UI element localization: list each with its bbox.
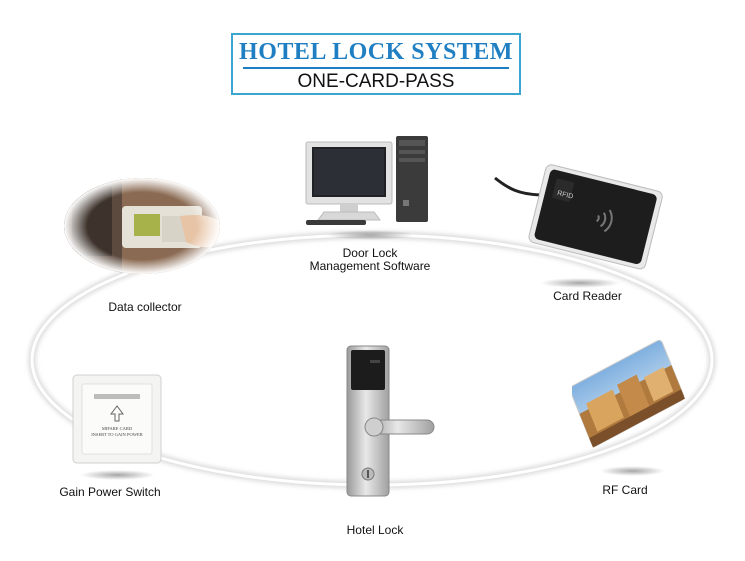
power-switch-icon: MIFARE CARD INSERT TO GAIN POWER	[72, 374, 162, 464]
rf-card-label: RF Card	[602, 483, 648, 497]
power-switch-slot-text-2: INSERT TO GAIN POWER	[91, 432, 143, 437]
data-collector-icon	[62, 176, 222, 276]
computer-icon	[300, 130, 440, 230]
title-main: HOTEL LOCK SYSTEM	[239, 39, 513, 65]
data-collector-label: Data collector	[108, 300, 182, 314]
title-subtitle: ONE-CARD-PASS	[297, 71, 455, 92]
title-divider	[243, 67, 509, 69]
card-reader-shadow	[540, 278, 620, 288]
power-switch-slot-text-1: MIFARE CARD	[102, 426, 133, 431]
svg-text:RFID: RFID	[556, 190, 574, 201]
door-lock-icon	[340, 342, 440, 502]
rf-card-shadow	[600, 466, 665, 476]
power-switch-shadow	[80, 470, 155, 480]
gain-power-switch-label: Gain Power Switch	[59, 485, 161, 499]
hotel-lock-label: Hotel Lock	[346, 523, 404, 537]
computer-shadow	[325, 230, 415, 240]
door-lock-software-label-line1: Door Lock	[342, 246, 398, 260]
door-lock-software-label-line2: Management Software	[309, 259, 431, 273]
door-lock-software-label: Door Lock Management Software	[300, 247, 440, 273]
rf-card-icon	[569, 334, 697, 454]
title-box: HOTEL LOCK SYSTEM ONE-CARD-PASS	[231, 33, 521, 95]
card-reader-label: Card Reader	[553, 289, 622, 303]
card-reader-icon: RFID	[490, 160, 665, 275]
